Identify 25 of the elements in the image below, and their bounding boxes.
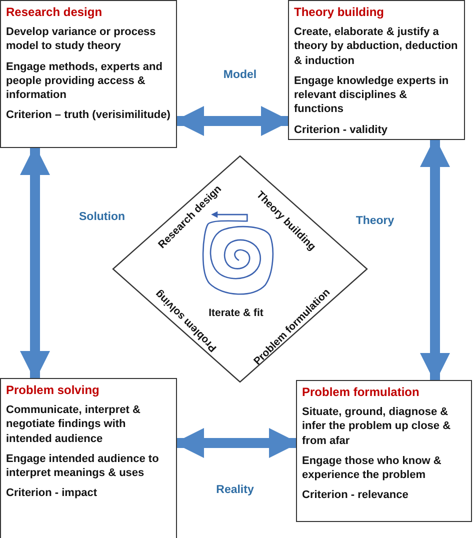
box-text: Criterion – truth (verisimilitude) [6,108,171,123]
edge-label: Model [221,69,259,81]
box-text: Criterion - impact [6,486,98,501]
box-text: Develop variance or process model to study theory [6,25,157,54]
box-heading: Problem formulation [302,385,420,399]
text-box [296,380,472,522]
edge-label: Reality [214,484,256,496]
box-text: Situate, ground, diagnose & infer the problem up close & from afar [302,405,452,448]
box-text: Criterion - relevance [302,488,410,503]
edge-label: Solution [77,211,127,223]
box-text: Create, elaborate & justify a theory by abduction, deduction & induction [294,25,459,68]
box-heading: Research design [6,5,104,19]
box-heading: Theory building [294,5,385,19]
text-box [288,0,465,140]
text-box [0,0,177,148]
box-text: Engage intended audience to interpret meanings & uses [6,452,160,480]
center-label: Iterate & fit [208,307,264,319]
box-text: Engage those who know & experience the problem [302,454,442,482]
box-heading: Problem solving [6,383,100,397]
text-box [0,378,177,538]
edge-label: Theory [354,215,396,227]
box-text: Communicate, interpret & negotiate findings with intended audience [6,403,142,446]
box-text: Engage knowledge experts in relevant disciplines & functions [294,74,450,117]
box-text: Criterion - validity [294,122,389,138]
box-text: Engage methods, experts and people providing access & information [6,60,164,102]
